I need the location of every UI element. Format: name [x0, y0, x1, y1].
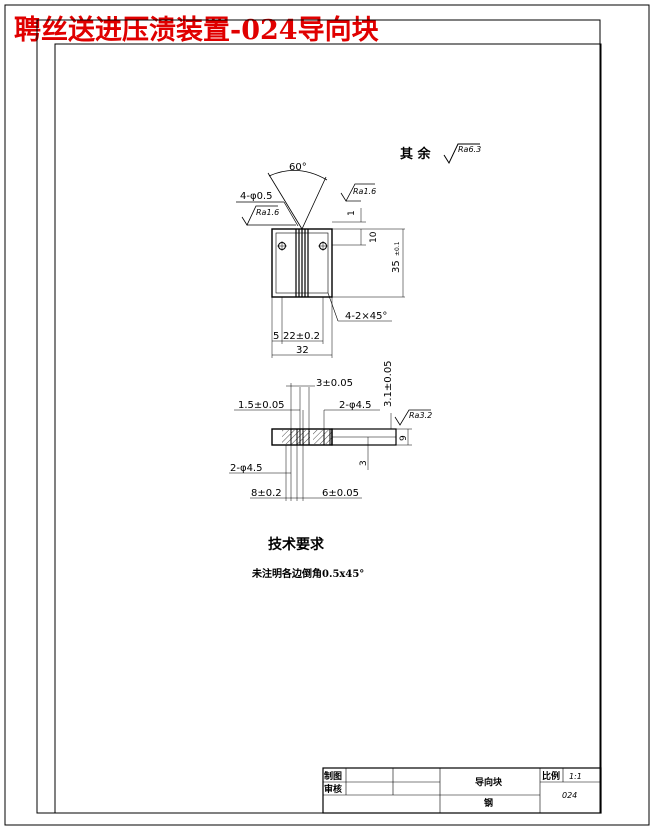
- roughness-side-value: Ra3.2: [409, 411, 432, 420]
- roughness-left-value: Ra1.6: [256, 208, 279, 217]
- scale-label: 比例: [542, 770, 560, 782]
- top-view: 60° 4-φ0.5 Ra1.6 Ra1.6 1 10 35 ±0.1: [236, 162, 405, 358]
- dim-10: 10: [369, 231, 379, 243]
- checked-label: 审核: [324, 783, 342, 795]
- dim-6: 6±0.05: [322, 488, 359, 499]
- dim-3: 3±0.05: [316, 378, 353, 389]
- chamfer-note: 4-2×45°: [345, 311, 387, 322]
- holes-bottom-note: 2-φ4.5: [230, 463, 262, 474]
- holes-note: 4-φ0.5: [240, 191, 272, 202]
- tech-requirements-title: 技术要求: [268, 536, 325, 553]
- roughness-general-label: 其 余: [400, 146, 432, 162]
- material: 钢: [484, 797, 493, 809]
- roughness-side-symbol: Ra3.2: [394, 409, 432, 426]
- dim-22: 22±0.2: [283, 331, 320, 342]
- drawing-number: 024: [562, 791, 577, 800]
- dim-3-small: 3: [359, 460, 369, 466]
- dim-35-tol: ±0.1: [394, 241, 401, 256]
- dim-5: 5: [273, 331, 279, 342]
- dim-32: 32: [296, 345, 309, 356]
- dim-3-1: 3.1±0.05: [383, 360, 394, 407]
- scale-value: 1:1: [569, 772, 582, 781]
- drawing-frame: [36, 19, 601, 814]
- holes-top-note: 2-φ4.5: [339, 400, 371, 411]
- title-block: 制图 审核 导向块 钢 比例 1:1 024: [322, 767, 602, 814]
- roughness-left-symbol: Ra1.6: [241, 205, 296, 226]
- roughness-general-symbol: Ra6.3: [443, 143, 481, 165]
- part-name: 导向块: [475, 776, 503, 788]
- drawn-label: 制图: [324, 770, 342, 782]
- tech-requirements-note: 未注明各边倒角0.5x45°: [251, 567, 364, 580]
- outer-border: [4, 4, 650, 826]
- roughness-right-symbol: Ra1.6: [340, 183, 376, 202]
- dim-1-5: 1.5±0.05: [238, 400, 285, 411]
- dim-8: 8±0.2: [251, 488, 282, 499]
- dim-35: 35: [391, 260, 402, 273]
- dim-9: 9: [399, 435, 409, 441]
- roughness-general-value: Ra6.3: [458, 145, 481, 154]
- side-view: 3±0.05 1.5±0.05 2-φ4.5 3.1±0.05 Ra3.2 9 …: [229, 360, 432, 501]
- angle-label: 60°: [289, 162, 307, 173]
- roughness-right-value: Ra1.6: [353, 187, 376, 196]
- dim-1: 1: [347, 210, 357, 216]
